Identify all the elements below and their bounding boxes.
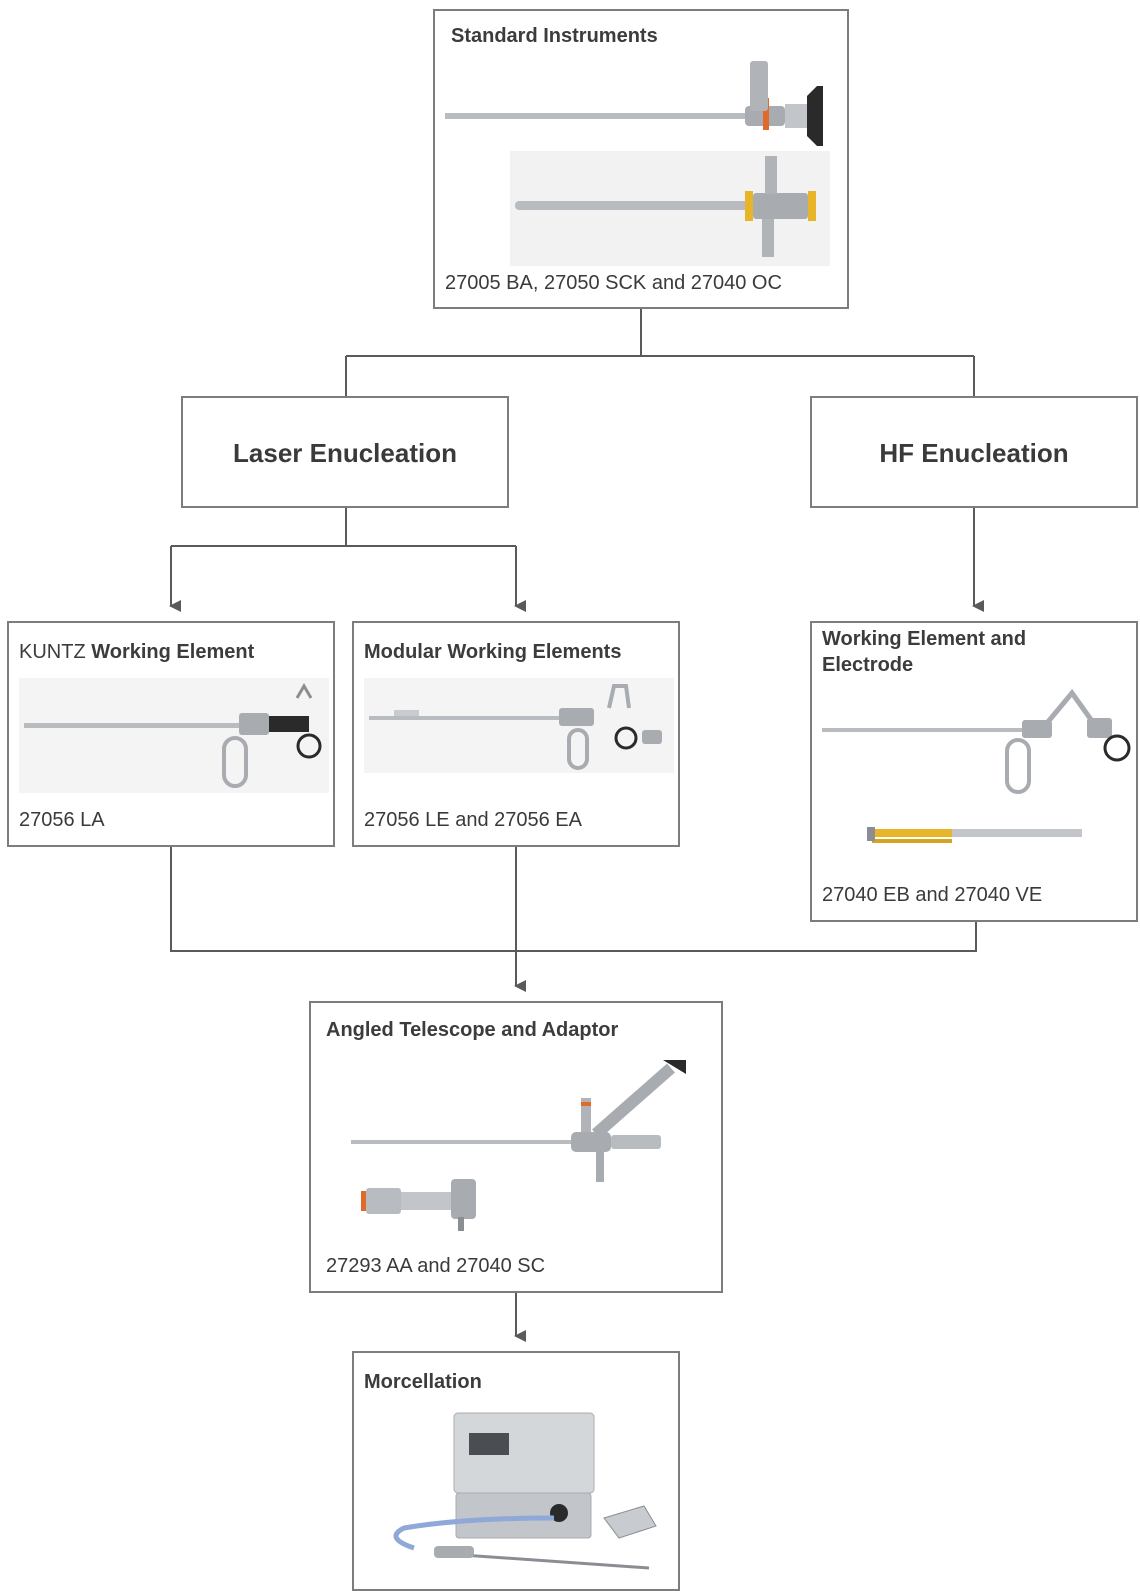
modular-working-elements-title: Modular Working Elements — [364, 641, 622, 663]
telescope-image — [445, 61, 823, 146]
kuntz-caption: 27056 LA — [19, 809, 105, 831]
kuntz-instrument-image — [19, 678, 329, 793]
connector-laser-split — [171, 508, 516, 547]
laser-enucleation-title: Laser Enucleation — [233, 438, 457, 468]
angled-telescope-image — [351, 1060, 686, 1182]
modular-instrument-image — [364, 678, 674, 773]
kuntz-brand-label: KUNTZ — [19, 641, 86, 663]
morcellation-title: Morcellation — [364, 1371, 482, 1393]
laser-enucleation-box: Laser Enucleation — [181, 396, 509, 508]
standard-instruments-caption: 27005 BA, 27050 SCK and 27040 OC — [445, 272, 782, 294]
connector-merge — [170, 846, 977, 952]
hf-working-element-box: Working Element and Electrode 27040 EB a… — [810, 621, 1138, 922]
connector-standard-split — [345, 308, 975, 397]
standard-instruments-box: Standard Instruments 27005 BA, 27050 SCK… — [433, 9, 849, 309]
hf-enucleation-title: HF Enucleation — [879, 438, 1069, 468]
angled-telescope-box: Angled Telescope and Adaptor 27293 AA an… — [309, 1001, 723, 1293]
kuntz-title-label: Working Element — [91, 641, 255, 663]
angled-telescope-title: Angled Telescope and Adaptor — [326, 1019, 619, 1041]
hf-enucleation-box: HF Enucleation — [810, 396, 1138, 508]
electrode-image — [867, 827, 1082, 843]
sheath-image — [510, 151, 830, 266]
morcellator-image — [393, 1412, 657, 1570]
hf-instrument-image — [822, 688, 1131, 794]
hf-working-element-title-line2: Electrode — [822, 654, 914, 676]
modular-caption: 27056 LE and 27056 EA — [364, 809, 582, 831]
adaptor-image — [361, 1179, 476, 1231]
standard-instruments-title: Standard Instruments — [451, 25, 658, 47]
kuntz-working-element-title: KUNTZ Working Element — [19, 639, 254, 665]
kuntz-working-element-box: KUNTZ Working Element 27056 LA — [7, 621, 335, 847]
angled-telescope-caption: 27293 AA and 27040 SC — [326, 1255, 546, 1277]
morcellation-box: Morcellation — [352, 1351, 680, 1591]
modular-working-elements-box: Modular Working Elements 27056 LE and 27… — [352, 621, 680, 847]
hf-element-caption: 27040 EB and 27040 VE — [822, 884, 1043, 906]
hf-working-element-title-line1: Working Element and — [822, 628, 1027, 650]
